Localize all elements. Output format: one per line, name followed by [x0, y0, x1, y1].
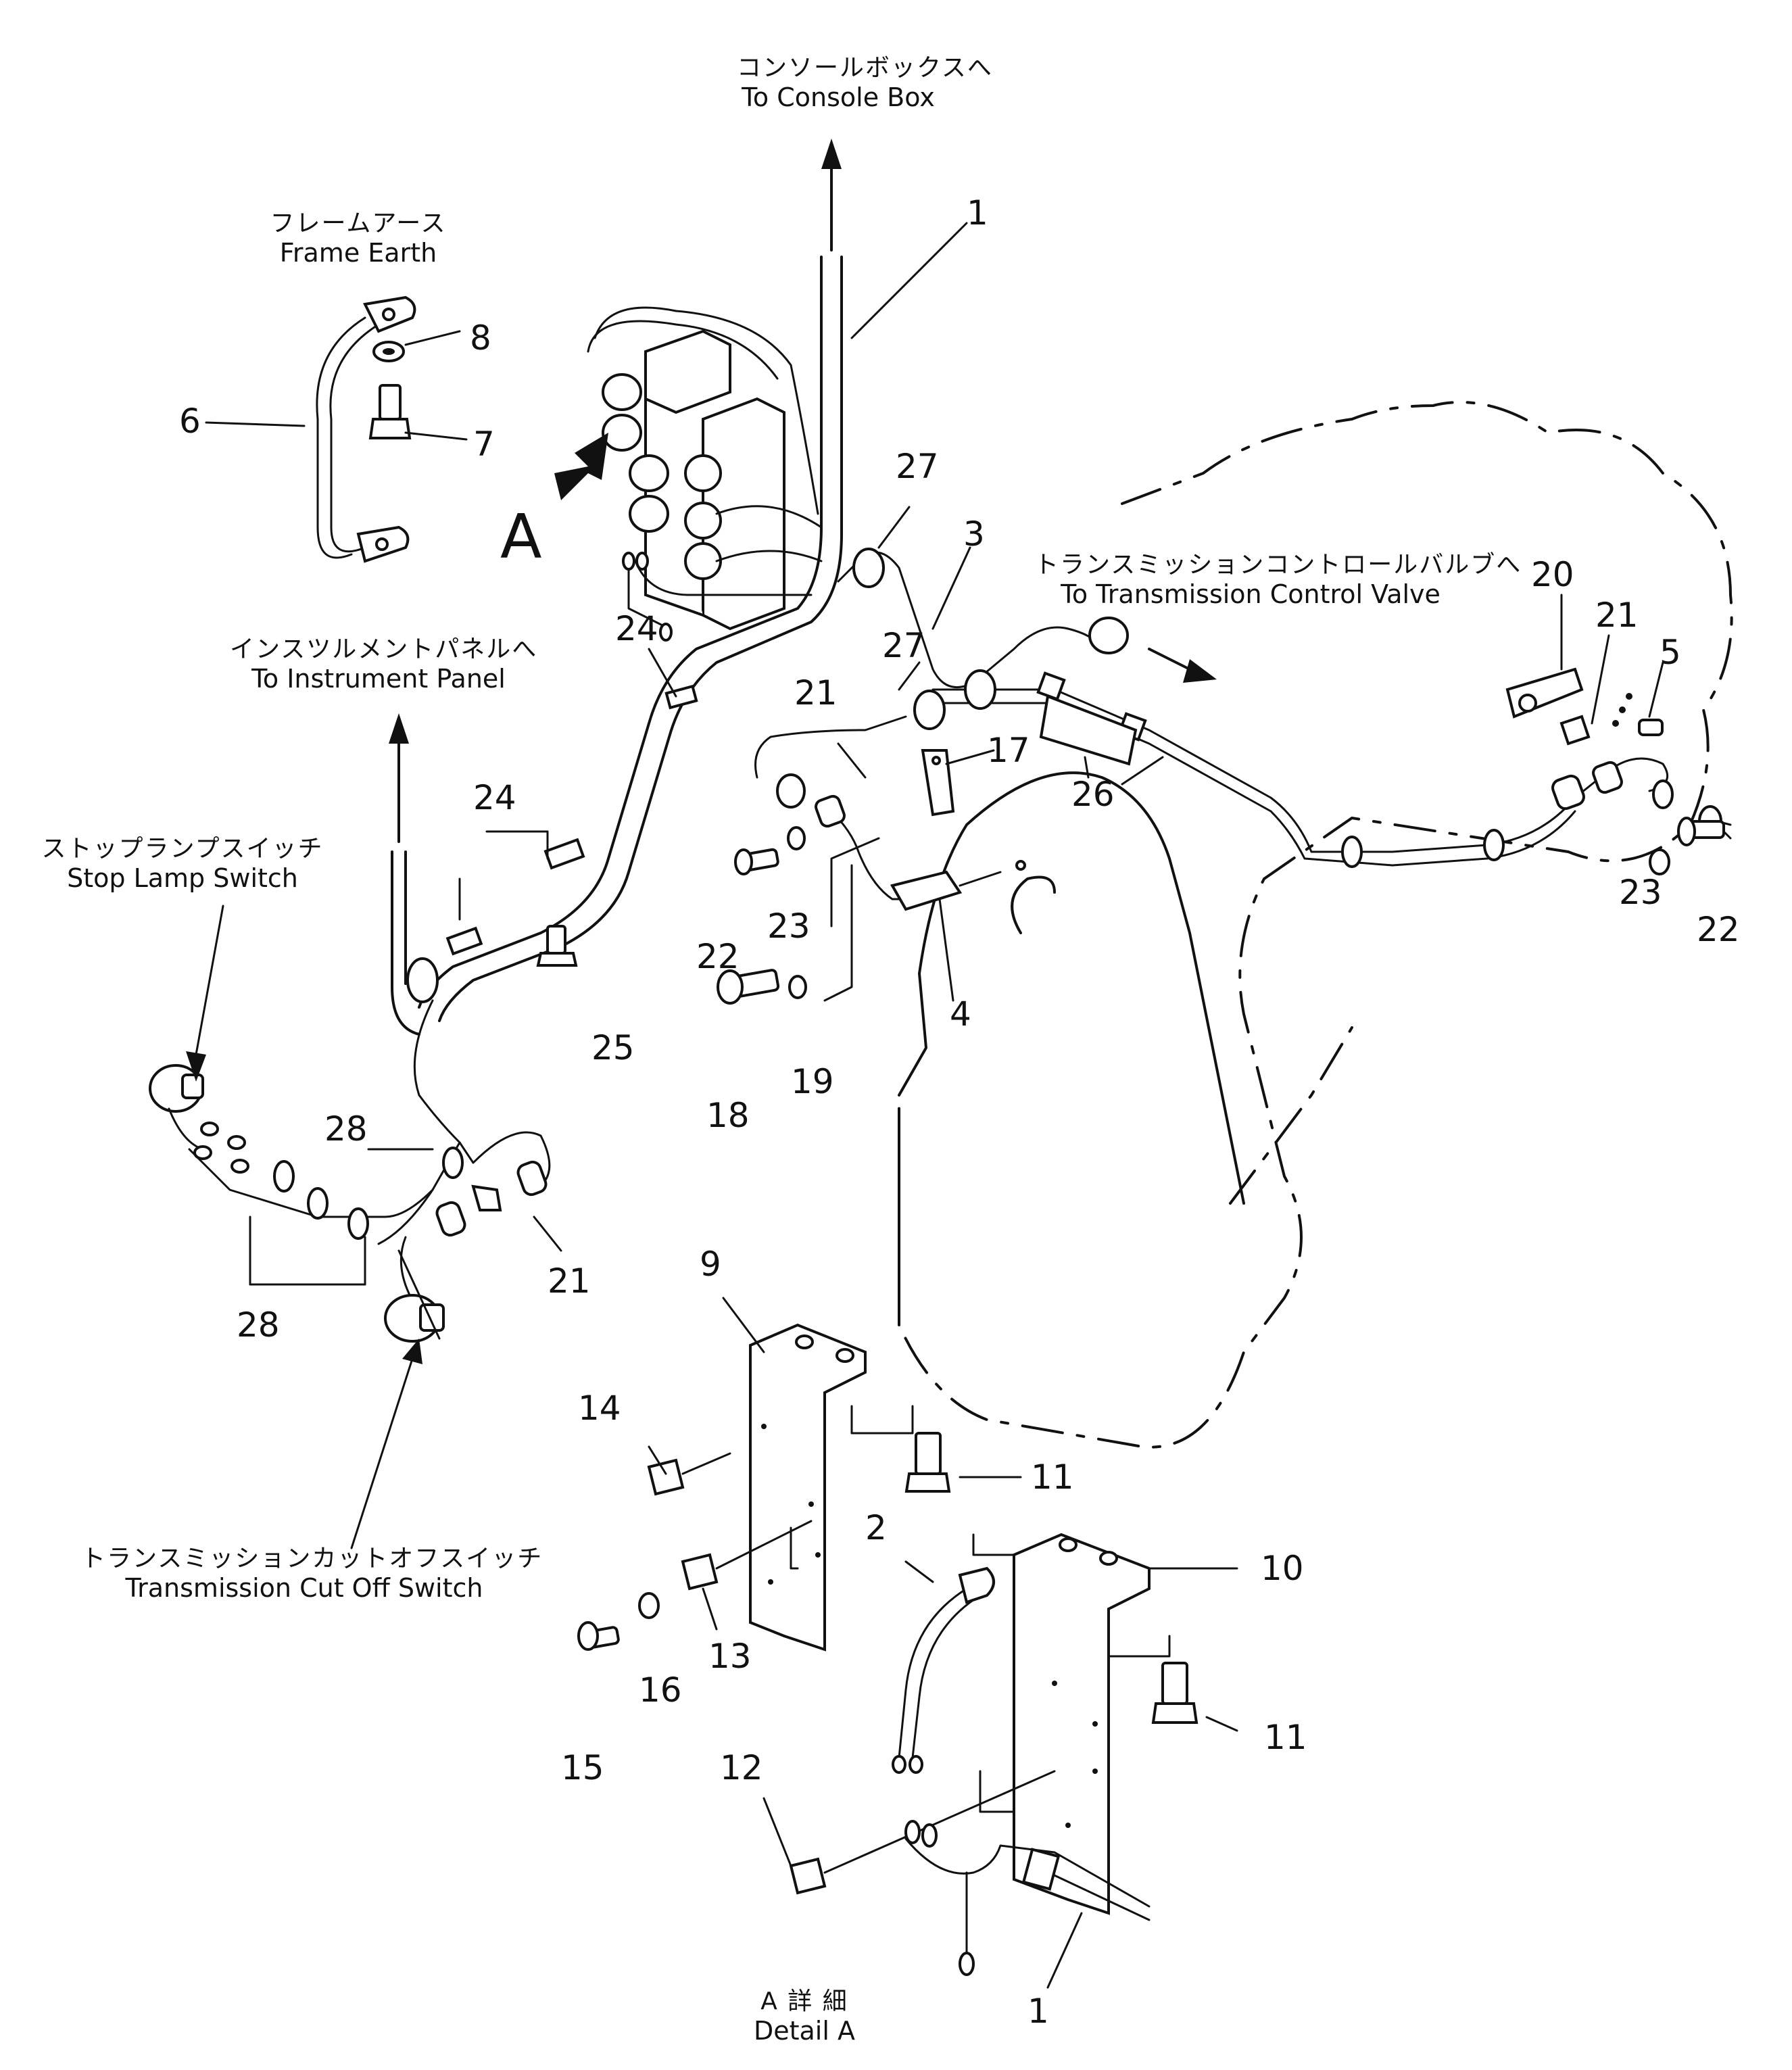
caption-stop-lamp-en: Stop Lamp Switch: [67, 863, 298, 894]
callout-17: 17: [987, 731, 1030, 770]
main-harness: [188, 139, 843, 1313]
bracket-9: [577, 1323, 951, 1652]
callout-24-mid: 24: [473, 778, 516, 817]
callout-15: 15: [561, 1748, 604, 1787]
callout-21-mid: 21: [794, 673, 838, 713]
stop-lamp-switch-drawing: [149, 1064, 249, 1174]
caption-detail-a-en: Detail A: [753, 2016, 855, 2046]
callout-7: 7: [473, 425, 495, 464]
callout-22-left: 22: [696, 937, 740, 976]
callout-28-bottom: 28: [237, 1305, 280, 1345]
caption-console-box-en: To Console Box: [742, 82, 935, 113]
callout-25: 25: [591, 1028, 635, 1067]
cut-off-switch-drawing: [384, 1249, 445, 1343]
transmission-outline: [898, 401, 1733, 1449]
callout-20: 20: [1531, 555, 1574, 594]
caption-console-box: コンソールボックスへ To Console Box: [737, 54, 993, 113]
callout-10: 10: [1261, 1549, 1304, 1588]
bracket-10: [789, 1533, 1198, 1976]
callout-19: 19: [791, 1062, 834, 1101]
caption-instrument-panel-jp: インスツルメントパネルへ: [230, 635, 538, 663]
caption-frame-earth-jp: フレームアース: [270, 210, 447, 237]
callout-1-bottom: 1: [1027, 1992, 1049, 2031]
callout-26: 26: [1071, 775, 1115, 814]
caption-frame-earth: フレームアース Frame Earth: [264, 210, 453, 268]
callout-16: 16: [639, 1670, 682, 1710]
callout-11-bottom: 11: [1264, 1718, 1307, 1757]
caption-transmission-valve-jp: トランスミッションコントロールバルブへ: [1034, 551, 1522, 579]
leader-lines: [186, 222, 1732, 1989]
harness-3: [837, 548, 1669, 868]
bolts-washers: [536, 817, 1725, 1005]
callout-6: 6: [179, 402, 201, 441]
harness-4: [754, 715, 1026, 1002]
callout-11-top: 11: [1031, 1458, 1074, 1497]
callout-3: 3: [963, 514, 985, 554]
callout-23-left: 23: [767, 907, 810, 946]
callout-5: 5: [1660, 633, 1681, 672]
caption-cut-off: トランスミッションカットオフスイッチ Transmission Cut Off …: [81, 1545, 543, 1604]
callout-13: 13: [708, 1637, 752, 1676]
callout-4: 4: [950, 994, 971, 1034]
callout-28-top: 28: [324, 1109, 368, 1149]
callout-21-right: 21: [1595, 596, 1639, 635]
caption-instrument-panel: インスツルメントパネルへ To Instrument Panel: [230, 635, 538, 694]
callout-8: 8: [470, 318, 491, 358]
view-arrow-label: A: [500, 502, 542, 573]
frame-earth-parts: [316, 295, 416, 563]
callout-27-mid: 27: [882, 626, 925, 665]
caption-detail-a-jp: A 詳 細: [760, 1988, 848, 2015]
callout-9: 9: [700, 1245, 721, 1284]
callout-2: 2: [865, 1508, 887, 1547]
caption-console-box-jp: コンソールボックスへ: [737, 54, 993, 82]
caption-stop-lamp-jp: ストップランプスイッチ: [41, 835, 324, 863]
right-parts: [1505, 667, 1732, 838]
callout-21-lower: 21: [548, 1261, 591, 1301]
callout-23-right: 23: [1619, 873, 1662, 912]
caption-cut-off-en: Transmission Cut Off Switch: [125, 1573, 483, 1604]
callout-14: 14: [578, 1389, 621, 1428]
caption-transmission-valve: トランスミッションコントロールバルブへ To Transmission Cont…: [1034, 551, 1522, 610]
callout-18: 18: [706, 1096, 750, 1135]
callout-1-top: 1: [967, 193, 988, 233]
caption-instrument-panel-en: To Instrument Panel: [251, 664, 506, 694]
callout-22-right: 22: [1697, 910, 1740, 949]
caption-stop-lamp: ストップランプスイッチ Stop Lamp Switch: [41, 835, 324, 894]
caption-transmission-valve-en: To Transmission Control Valve: [1061, 579, 1440, 610]
caption-frame-earth-en: Frame Earth: [279, 238, 437, 268]
callout-24-top: 24: [615, 609, 658, 648]
caption-cut-off-jp: トランスミッションカットオフスイッチ: [81, 1545, 543, 1572]
relay-block-assembly: [554, 306, 823, 642]
callout-27-top: 27: [896, 447, 939, 486]
caption-detail-a: A 詳 細 Detail A: [717, 1988, 892, 2046]
callout-12: 12: [720, 1748, 763, 1787]
